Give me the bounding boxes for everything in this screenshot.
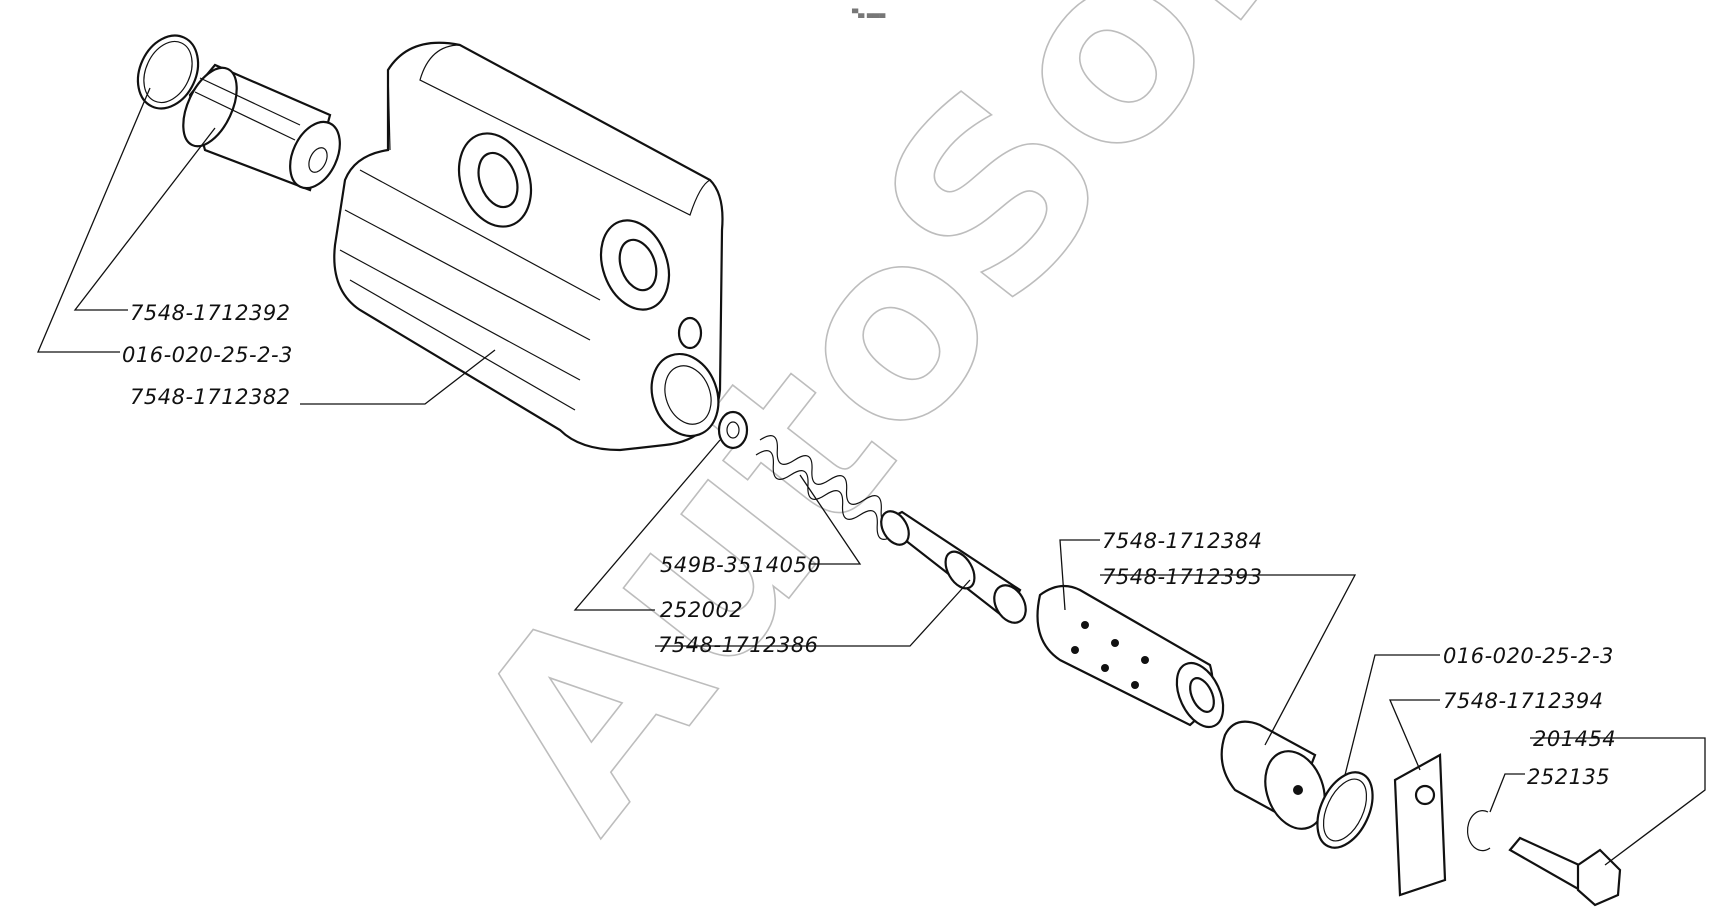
label-252002: 252002: [660, 598, 743, 622]
label-016-020-25-2-3-top: 016-020-25-2-3: [122, 343, 293, 367]
fitting-plug: [182, 63, 341, 192]
label-252135: 252135: [1527, 765, 1610, 789]
bolt: [1508, 836, 1622, 907]
label-201454: 201454: [1533, 727, 1616, 751]
sleeve: [1036, 584, 1225, 729]
label-7548-1712382: 7548-1712382: [130, 385, 291, 409]
leader-lines: [37, 87, 1706, 866]
label-7548-1712386: 7548-1712386: [658, 633, 819, 657]
label-7548-1712384: 7548-1712384: [1102, 529, 1263, 553]
o-ring-right: [1316, 771, 1374, 849]
label-549b-3514050: 549B-3514050: [660, 553, 821, 577]
valve-stem: [879, 510, 1027, 624]
snap-ring: [1466, 810, 1491, 852]
label-7548-1712392: 7548-1712392: [130, 301, 291, 325]
spring: [755, 435, 899, 540]
label-016-020-25-2-3-right: 016-020-25-2-3: [1443, 644, 1614, 668]
label-7548-1712394: 7548-1712394: [1443, 689, 1604, 713]
end-plug: [1220, 720, 1326, 830]
valve-body: [333, 41, 724, 452]
header-mark: ▀▄ ▄▄▄: [851, 8, 886, 18]
label-7548-1712393: 7548-1712393: [1102, 565, 1263, 589]
o-ring-top: [136, 34, 200, 110]
lock-plate: [1393, 753, 1447, 897]
washer: [717, 410, 749, 450]
